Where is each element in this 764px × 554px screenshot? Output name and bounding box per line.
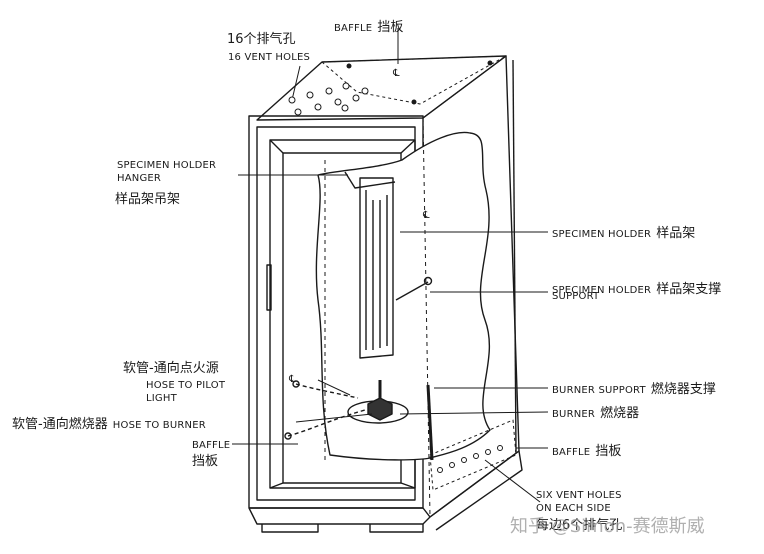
label-baffle-right-cn: 挡板: [595, 444, 622, 459]
centerline-symbol-pilot: ℄: [289, 374, 296, 385]
label-hanger-en-2: HANGER: [117, 173, 162, 184]
baffle-fasteners: [346, 60, 493, 105]
label-vent16-en: 16 VENT HOLES: [228, 52, 311, 63]
label-burner-cn: 燃烧器: [600, 406, 640, 421]
specimen-holder: [359, 177, 394, 359]
specimen-holder-support: [395, 281, 429, 301]
label-burner-support: BURNER SUPPORT 燃烧器支撑: [552, 378, 716, 398]
label-support: SPECIMEN HOLDER 样品架支撑: [552, 278, 721, 298]
centerline-symbol-holder: ℄: [423, 210, 430, 221]
cabinet-base: [248, 507, 431, 525]
label-vent16-cn: 16个排气孔: [227, 32, 296, 47]
label-burner-hose: 软管-通向燃烧器 HOSE TO BURNER: [12, 413, 206, 433]
lower-baffle: [429, 419, 517, 491]
label-pilot-en-1: HOSE TO PILOT: [146, 380, 226, 391]
burner-support: [426, 384, 434, 461]
watermark: 知乎 @Simon-赛德斯威: [510, 516, 705, 537]
label-baffle-top-cn: 挡板: [377, 20, 404, 35]
label-burner-hose-en: HOSE TO BURNER: [112, 420, 206, 431]
label-six-vent-cn: 每边6个排气孔: [536, 518, 623, 533]
label-support-cn: 样品架支撑: [656, 282, 722, 297]
label-holder-cn: 样品架: [656, 226, 696, 241]
label-holder: SPECIMEN HOLDER 样品架: [552, 222, 695, 242]
label-support-en-2: SUPPORT: [552, 291, 600, 302]
label-pilot-en-2: LIGHT: [146, 393, 177, 404]
label-burner-en: BURNER: [552, 409, 596, 420]
label-hanger-cn: 样品架吊架: [115, 192, 181, 207]
leader-lines: [232, 28, 549, 503]
label-hanger-en-1: SPECIMEN HOLDER: [117, 160, 217, 171]
label-baffle-low-en: BAFFLE: [192, 440, 231, 451]
side-vent-holes: [437, 445, 503, 473]
centerline-symbol-top: ℄: [393, 68, 400, 79]
label-baffle-low-cn: 挡板: [192, 454, 219, 469]
label-baffle-top: BAFFLE 挡板: [334, 16, 403, 36]
label-burner: BURNER 燃烧器: [552, 402, 639, 422]
label-burner-support-en: BURNER SUPPORT: [552, 385, 646, 396]
hose-to-burner: [287, 409, 366, 437]
label-baffle-right-en: BAFFLE: [552, 447, 591, 458]
door-handle: [266, 264, 272, 311]
label-support-en-1: SPECIMEN HOLDER: [552, 285, 652, 296]
specimen-holder-hanger: [344, 171, 396, 189]
label-holder-en: SPECIMEN HOLDER: [552, 229, 652, 240]
top-vent-holes: [288, 82, 369, 116]
label-baffle-top-en: BAFFLE: [334, 23, 373, 34]
label-burner-support-cn: 燃烧器支撑: [650, 382, 716, 397]
label-six-vent-en-1: SIX VENT HOLES: [536, 490, 622, 501]
label-baffle-right: BAFFLE 挡板: [552, 440, 621, 460]
label-pilot-cn: 软管-通向点火源: [123, 361, 219, 376]
label-burner-hose-cn: 软管-通向燃烧器: [12, 417, 108, 432]
label-six-vent-en-2: ON EACH SIDE: [536, 503, 611, 514]
hose-to-pilot: [295, 383, 359, 399]
top-baffle: [321, 55, 507, 105]
